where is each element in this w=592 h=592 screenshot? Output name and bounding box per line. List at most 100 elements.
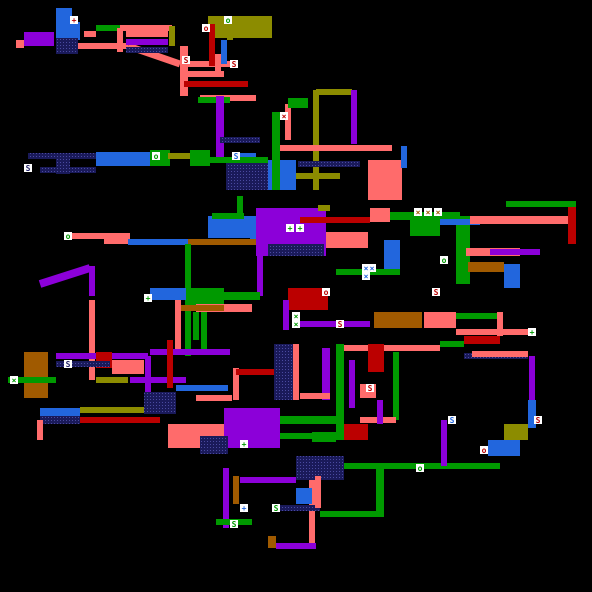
map-marker-cross: ×: [292, 320, 300, 329]
map-room-blue: [528, 400, 536, 428]
map-corridor-purple: [130, 377, 186, 383]
map-corridor-green: [280, 433, 320, 439]
map-corridor-salmon: [315, 476, 321, 508]
map-corridor-salmon: [340, 345, 440, 351]
map-corridor-salmon: [84, 31, 96, 37]
map-room-olive: [504, 424, 528, 440]
map-corridor-olive: [318, 205, 330, 211]
map-corridor-purple: [216, 96, 224, 158]
map-room-blue: [96, 152, 152, 166]
map-room-green: [312, 432, 336, 442]
map-corridor-salmon: [68, 233, 130, 239]
map-room-green: [188, 288, 224, 306]
map-marker-save: S: [336, 320, 344, 329]
map-corridor-salmon: [37, 420, 43, 440]
map-corridor-red: [167, 340, 173, 388]
svg-text:S: S: [184, 56, 189, 65]
map-corridor-navy: [298, 161, 360, 167]
map-corridor-purple: [240, 477, 296, 483]
map-marker-item: +: [286, 224, 294, 233]
map-marker-save: S: [366, 384, 374, 393]
map-corridor-salmon: [89, 300, 95, 380]
map-corridor-salmon: [293, 344, 299, 400]
map-corridor-navy: [126, 47, 168, 53]
map-room-blue: [208, 216, 256, 238]
map-corridor-purple: [276, 543, 316, 549]
map-corridor-salmon: [78, 43, 128, 49]
map-corridor-purple: [351, 90, 357, 144]
map-marker-save: S: [182, 56, 190, 65]
svg-text:o: o: [66, 232, 71, 241]
map-corridor-olive: [313, 90, 319, 190]
map-room-blue: [150, 288, 186, 300]
map-marker-circle: o: [440, 256, 448, 265]
map-room-purple: [24, 32, 54, 46]
map-room-navy: [56, 38, 78, 54]
map-corridor-salmon: [300, 393, 330, 399]
map-corridor-green: [456, 313, 500, 319]
map-marker-cross: ×: [10, 376, 18, 385]
map-corridor-navy: [280, 505, 320, 511]
map-corridor-purple: [283, 300, 289, 330]
map-corridor-salmon: [280, 145, 392, 151]
map-corridor-green: [336, 344, 344, 440]
map-corridor-brown: [188, 239, 256, 245]
svg-text:×: ×: [282, 112, 287, 121]
map-corridor-red: [568, 204, 576, 244]
svg-text:o: o: [226, 16, 231, 25]
map-corridor-green: [506, 201, 576, 207]
map-room-brown: [468, 262, 504, 272]
map-corridor-green: [201, 312, 207, 352]
map-corridor-purple: [223, 468, 229, 528]
map-corridor-blue: [128, 239, 200, 245]
map-corridor-olive: [96, 377, 128, 383]
svg-text:×: ×: [12, 376, 17, 385]
map-room-red: [344, 424, 368, 440]
map-corridor-olive: [316, 89, 352, 95]
map-room-navy: [40, 416, 80, 424]
map-marker-save: S: [230, 520, 238, 529]
map-marker-save: S: [64, 360, 72, 369]
svg-text:+: +: [530, 328, 535, 337]
map-marker-circle: o: [202, 24, 210, 33]
map-room-navy: [274, 344, 294, 400]
map-corridor-purple: [529, 356, 535, 420]
map-corridor-purple: [300, 321, 370, 327]
map-room-green: [410, 216, 440, 236]
map-corridor-purple: [38, 264, 92, 288]
map-corridor-purple: [257, 244, 263, 296]
map-marker-circle: o: [322, 288, 330, 297]
map-corridor-salmon: [233, 368, 239, 400]
map-corridor-green: [280, 416, 340, 424]
map-corridor-salmon: [180, 61, 232, 67]
map-room-olive: [210, 24, 272, 38]
map-corridor-brown: [176, 305, 224, 311]
svg-text:+: +: [146, 294, 151, 303]
map-room-brown: [374, 312, 422, 328]
map-corridor-red: [209, 24, 215, 66]
map-room-navy: [56, 156, 70, 174]
map-room-salmon: [104, 234, 128, 244]
map-marker-circle: o: [152, 152, 160, 161]
map-corridor-purple: [349, 360, 355, 408]
map-corridor-green: [376, 466, 384, 516]
map-marker-save: S: [448, 416, 456, 425]
map-corridor-purple: [377, 400, 383, 424]
map-room-navy: [268, 244, 324, 256]
map-room-green: [456, 216, 470, 284]
map-room-salmon: [370, 208, 390, 222]
map-marker-item: +: [144, 294, 152, 303]
map-corridor-green: [193, 312, 199, 340]
map-corridor-blue: [221, 40, 227, 64]
map-room-red: [368, 344, 384, 372]
map-corridor-navy: [56, 361, 110, 367]
svg-text:o: o: [482, 446, 487, 455]
map-marker-save: S: [230, 60, 238, 69]
map-room-olive: [208, 16, 272, 24]
map-room-red: [464, 336, 500, 344]
map-marker-cross: ×: [368, 264, 376, 273]
map-room-salmon: [326, 232, 368, 248]
map-corridor-salmon: [472, 351, 528, 357]
